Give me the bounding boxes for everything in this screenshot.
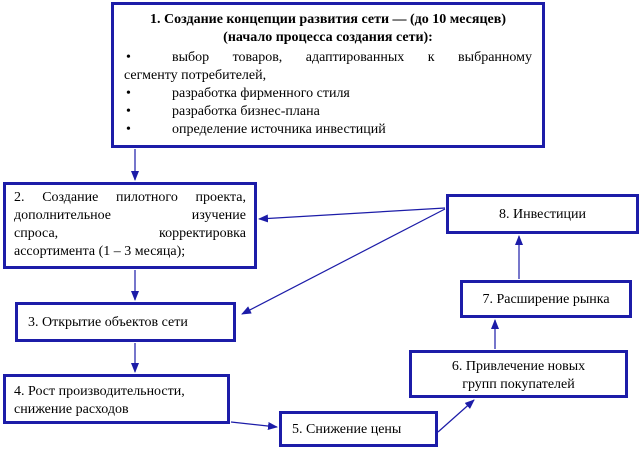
box-market-expansion: 7. Расширение рынка — [460, 280, 632, 318]
arrow-5-to-6 — [437, 399, 475, 433]
arrow-4-to-5 — [230, 421, 278, 431]
box-price-reduction: 5. Снижение цены — [279, 411, 438, 447]
box1-title-line1: 1. Создание концепции развития сети — (д… — [150, 12, 506, 27]
bullet-icon: • — [126, 86, 131, 101]
box-new-customer-groups: 6. Привлечение новых групп покупателей — [409, 350, 628, 398]
box-open-network-objects: 3. Открытие объектов сети — [15, 302, 236, 342]
box-productivity-growth: 4. Рост производительности, снижение рас… — [3, 374, 230, 424]
box1-title-line2: (начало процесса создания сети): — [223, 30, 433, 45]
box2-line4: ассортимента (1 – 3 месяца); — [14, 244, 186, 259]
box6-line1: 6. Привлечение новых — [451, 359, 586, 374]
bullet-text: разработка фирменного стиля — [172, 86, 350, 101]
bullet-icon: • — [126, 50, 131, 65]
box5-label: 5. Снижение цены — [292, 422, 402, 437]
box-investments: 8. Инвестиции — [446, 194, 639, 234]
list-item: • разработка фирменного стиля — [124, 85, 532, 103]
list-item: • определение источника инвестиций — [124, 121, 532, 139]
list-item: • выбор товаров, адаптированных к выбран… — [124, 49, 532, 85]
box2-line3: спроса, корректировка — [14, 226, 246, 241]
arrow-8-to-2 — [258, 207, 446, 223]
box8-label: 8. Инвестиции — [499, 207, 586, 222]
arrow-8-to-3 — [241, 208, 446, 315]
box7-label: 7. Расширение рынка — [482, 292, 610, 307]
list-item: • разработка бизнес-плана — [124, 103, 532, 121]
bullet-icon: • — [126, 104, 131, 119]
bullet-icon: • — [126, 122, 131, 137]
bullet-text: выбор товаров, адаптированных к выбранно… — [172, 50, 532, 65]
box6-line2: групп покупателей — [462, 377, 575, 392]
box4-line2: снижение расходов — [14, 402, 129, 417]
bullet-text: определение источника инвестиций — [172, 122, 386, 137]
box-pilot-project: 2. Создание пилотного проекта, дополните… — [3, 182, 257, 269]
box2-line2: дополнительное изучение — [14, 208, 246, 223]
bullet-text: разработка бизнес-плана — [172, 104, 320, 119]
box2-line1: 2. Создание пилотного проекта, — [14, 190, 246, 205]
bullet-text-continued: сегменту потребителей, — [124, 68, 267, 83]
box3-label: 3. Открытие объектов сети — [28, 315, 188, 330]
box-concept-development: 1. Создание концепции развития сети — (д… — [111, 2, 545, 148]
box4-line1: 4. Рост производительности, — [14, 384, 185, 399]
box1-bullet-list: • выбор товаров, адаптированных к выбран… — [124, 49, 532, 139]
